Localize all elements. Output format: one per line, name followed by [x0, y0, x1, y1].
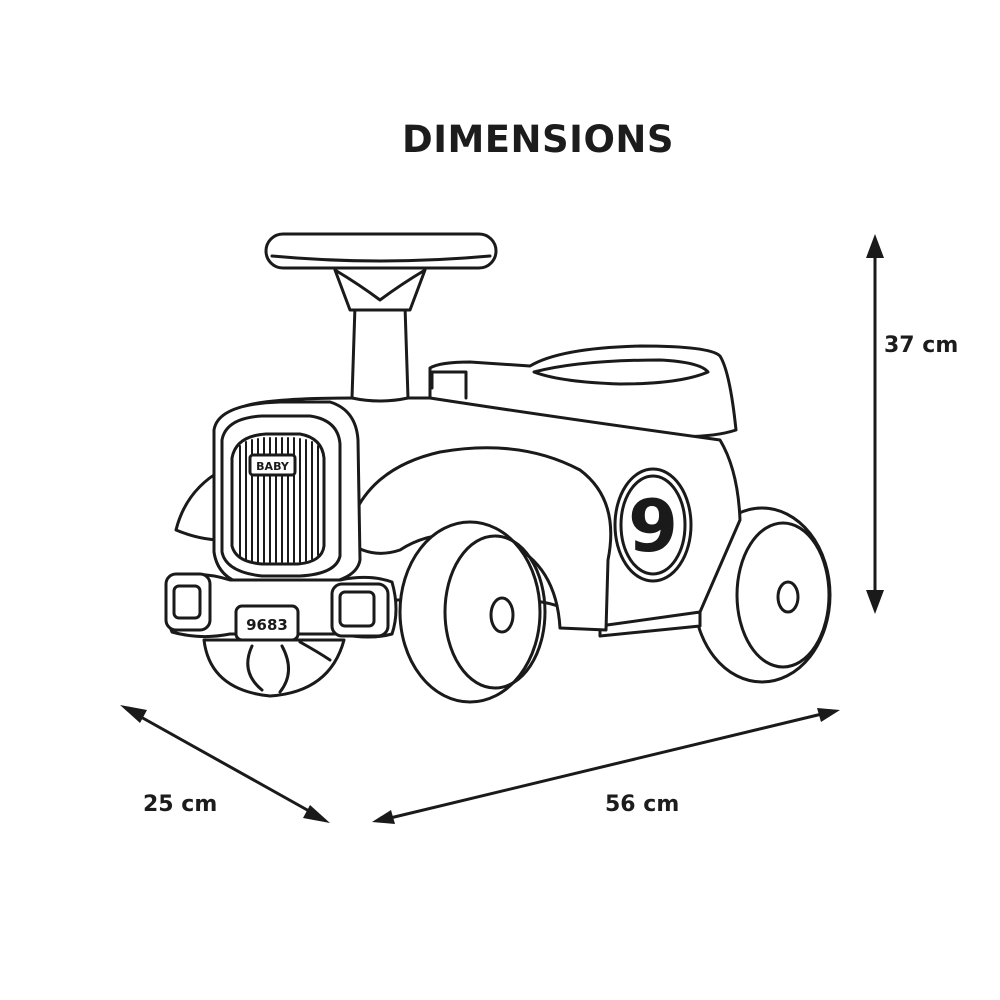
steering-wheel [264, 232, 498, 270]
depth-arrow [120, 705, 330, 823]
car-body [174, 396, 742, 632]
steering [264, 232, 498, 403]
length-arrow [372, 708, 840, 824]
front-wheel [398, 520, 547, 704]
front-bumper: 9683 [164, 572, 398, 642]
length-label: 56 cm [605, 792, 680, 817]
rear-wheel [692, 506, 832, 684]
license-plate-number: 9683 [246, 616, 288, 634]
race-number: 9 [628, 484, 678, 568]
height-arrow [866, 234, 884, 614]
grille-badge: BABY [256, 460, 290, 473]
grille-badge-plate [248, 453, 297, 477]
hood: BABY [212, 400, 362, 588]
race-number-roundel: 9 [613, 467, 693, 583]
license-plate [234, 604, 300, 642]
front-small-wheel [202, 638, 346, 698]
page-title: DIMENSIONS [401, 118, 675, 161]
depth-label: 25 cm [143, 792, 218, 817]
height-label: 37 cm [884, 333, 959, 358]
